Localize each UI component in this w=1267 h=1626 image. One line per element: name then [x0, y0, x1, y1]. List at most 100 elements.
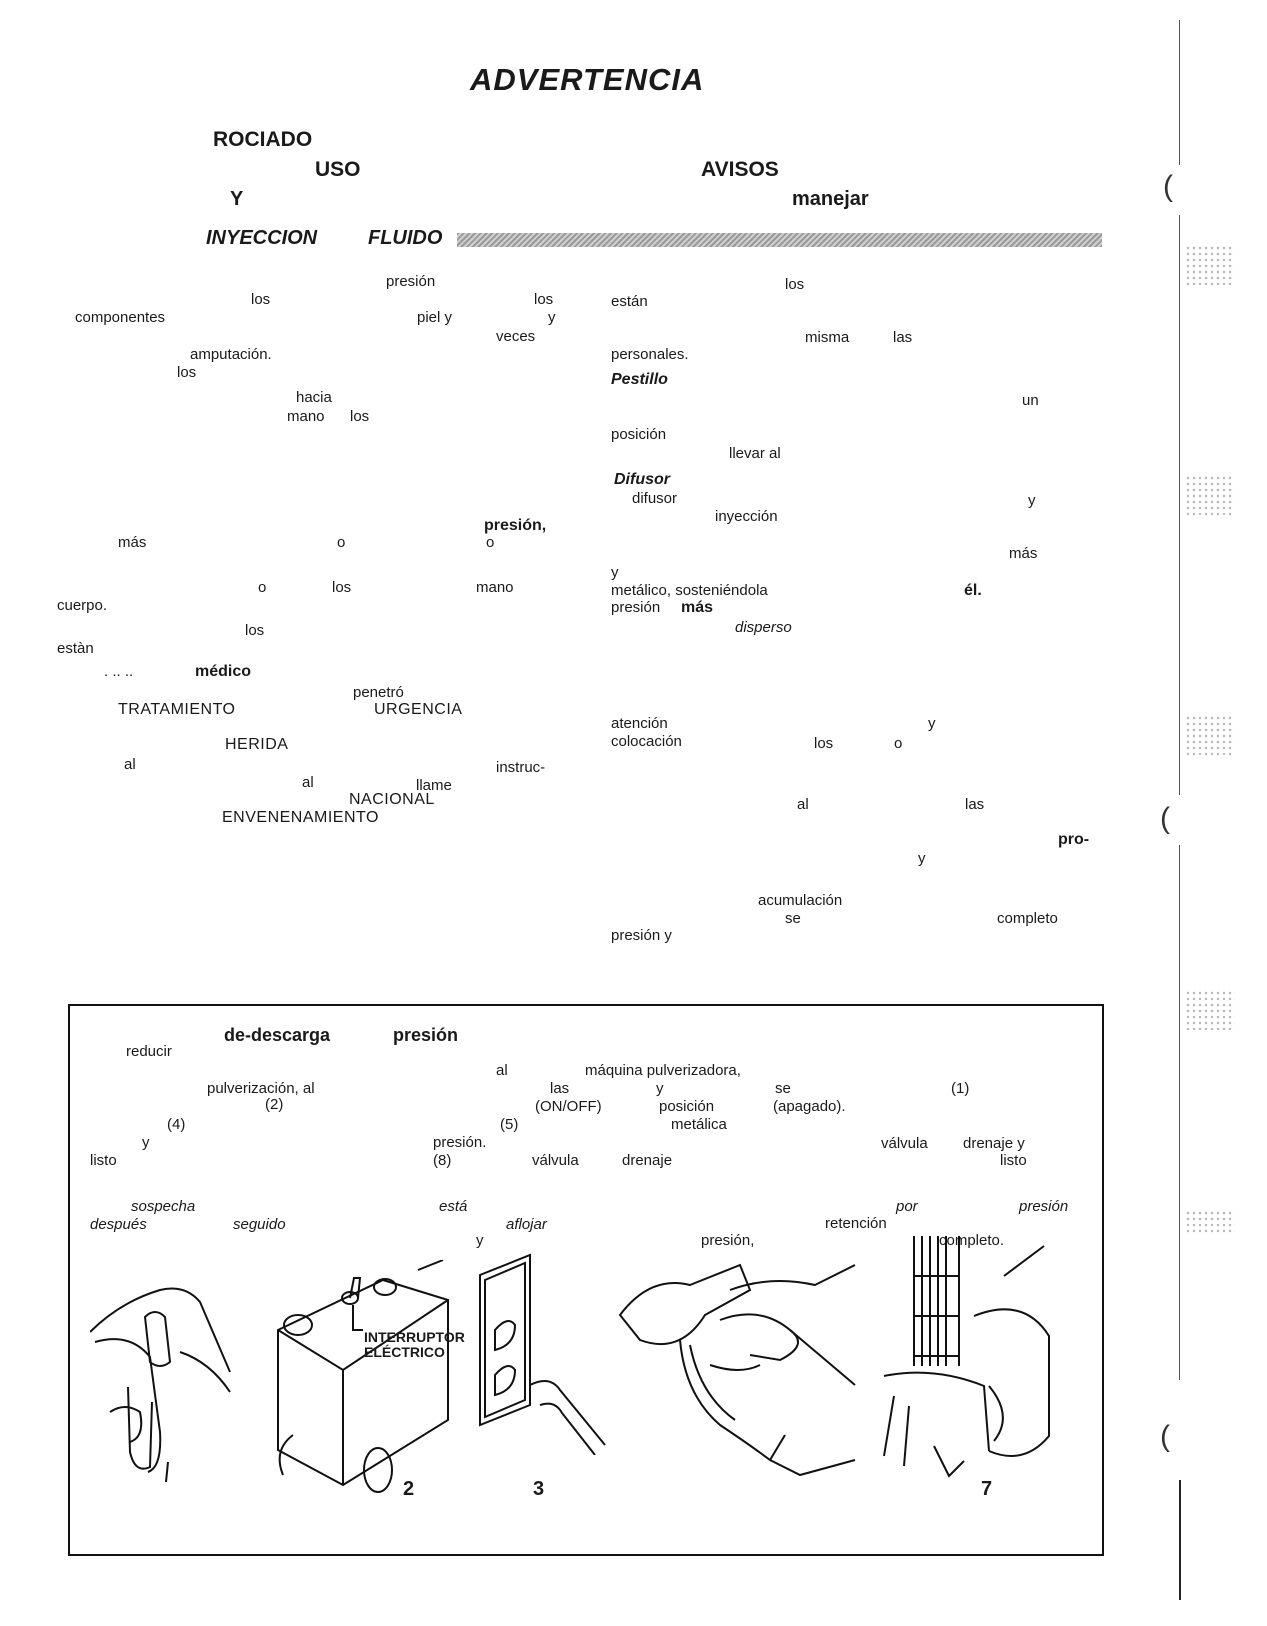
left-text: penetró — [353, 684, 404, 701]
box-text: después — [90, 1216, 147, 1233]
left-text: mano — [287, 408, 325, 425]
section-heading-inyeccion: INYECCION — [206, 227, 318, 249]
left-text: TRATAMIENTO — [118, 701, 236, 718]
right-text: posición — [611, 426, 667, 443]
left-text: hacia — [296, 389, 332, 406]
left-text: cuerpo. — [57, 597, 108, 614]
left-text: veces — [496, 328, 536, 345]
right-text: metálico, sosteniéndola — [611, 582, 768, 599]
margin-paren: ( — [1160, 1420, 1170, 1453]
right-text: atención — [611, 715, 668, 732]
left-text: al — [124, 756, 136, 773]
switch-label: INTERRUPTOR ELÉCTRICO — [364, 1330, 465, 1360]
left-text: mano — [476, 579, 514, 596]
box-text: (4) — [167, 1116, 186, 1133]
switch-label-line2: ELÉCTRICO — [364, 1344, 445, 1360]
gun-trigger-illustration — [90, 1287, 231, 1482]
box-text: reducir — [126, 1043, 172, 1060]
box-text: al — [496, 1062, 508, 1079]
right-heading-pestillo: Pestillo — [611, 371, 668, 388]
box-text: (apagado). — [773, 1098, 846, 1115]
left-text: y — [548, 309, 556, 326]
right-text: los — [785, 276, 805, 293]
box-text: válvula — [881, 1135, 928, 1152]
box-text: listo — [1000, 1152, 1027, 1169]
right-text: él. — [964, 582, 982, 599]
section-heading-bar — [457, 233, 1102, 247]
left-text: los — [534, 291, 554, 308]
margin-speckle — [1185, 245, 1235, 285]
figure-number-2: 2 — [403, 1478, 415, 1500]
box-text: máquina pulverizadora, — [585, 1062, 741, 1079]
box-text: (5) — [500, 1116, 519, 1133]
right-text: un — [1022, 392, 1039, 409]
box-text: (ON/OFF) — [535, 1098, 602, 1115]
box-text: completo. — [939, 1232, 1005, 1249]
right-text: colocación — [611, 733, 682, 750]
box-text: válvula — [532, 1152, 579, 1169]
right-text: los — [814, 735, 834, 752]
left-text: llame — [416, 777, 452, 794]
right-text: presión — [611, 599, 661, 616]
left-text: médico — [195, 663, 252, 680]
header-word-uso: USO — [315, 158, 361, 181]
box-text: metálica — [671, 1116, 727, 1133]
box-text: listo — [90, 1152, 117, 1169]
box-heading: presión — [393, 1025, 459, 1045]
margin-line — [1179, 845, 1180, 1380]
box-text: se — [775, 1080, 791, 1097]
header-word-rociado: ROCIADO — [213, 128, 313, 151]
left-text: al — [302, 774, 314, 791]
box-text: pulverización, al — [207, 1080, 315, 1097]
header-word-avisos: AVISOS — [701, 158, 779, 181]
box-text: por — [896, 1198, 918, 1215]
right-text: más — [1009, 545, 1038, 562]
left-text: más — [118, 534, 147, 551]
box-text: y — [476, 1232, 484, 1249]
right-text: las — [965, 796, 985, 813]
box-text: presión, — [701, 1232, 755, 1249]
left-text: piel y — [417, 309, 453, 326]
left-text: los — [332, 579, 352, 596]
box-text: seguido — [233, 1216, 286, 1233]
right-text: y — [928, 715, 936, 732]
box-text: y — [142, 1134, 150, 1151]
right-text: o — [894, 735, 903, 752]
left-text: URGENCIA — [374, 701, 463, 718]
margin-speckle — [1185, 1210, 1235, 1234]
box-text: drenaje — [622, 1152, 673, 1169]
margin-paren: ( — [1160, 802, 1170, 835]
box-text: las — [550, 1080, 570, 1097]
right-text: acumulación — [758, 892, 843, 909]
left-text: NACIONAL — [349, 791, 435, 808]
header-word-y: Y — [230, 188, 244, 210]
box-text: (1) — [951, 1080, 970, 1097]
box-text: presión. — [433, 1134, 487, 1151]
right-text: y — [611, 564, 619, 581]
right-text: inyección — [715, 508, 778, 525]
drain-valve-illustration — [883, 1236, 1050, 1478]
right-text: llevar al — [729, 445, 781, 462]
margin-line — [1179, 215, 1180, 795]
header-word-manejar: manejar — [792, 188, 869, 210]
box-text: (2) — [265, 1096, 284, 1113]
right-text: y — [1028, 492, 1036, 509]
box-text: y — [656, 1080, 664, 1097]
box-text: aflojar — [506, 1216, 547, 1233]
left-text: componentes — [75, 309, 166, 326]
gun-nozzle-illustration — [618, 1263, 856, 1477]
left-text: los — [251, 291, 271, 308]
right-text: misma — [805, 329, 850, 346]
box-text: drenaje y — [963, 1135, 1025, 1152]
left-text: presión, — [484, 517, 547, 534]
margin-line — [1179, 1480, 1181, 1600]
figure-number-7: 7 — [981, 1478, 993, 1500]
right-text: al — [797, 796, 809, 813]
switch-label-line1: INTERRUPTOR — [364, 1329, 465, 1345]
section-heading-fluido: FLUIDO — [368, 227, 443, 249]
right-text: presión y — [611, 927, 672, 944]
margin-speckle — [1185, 990, 1235, 1030]
left-text: ENVENENAMIENTO — [222, 809, 379, 826]
left-text: HERIDA — [225, 736, 289, 753]
left-text: . .. .. — [104, 663, 134, 680]
